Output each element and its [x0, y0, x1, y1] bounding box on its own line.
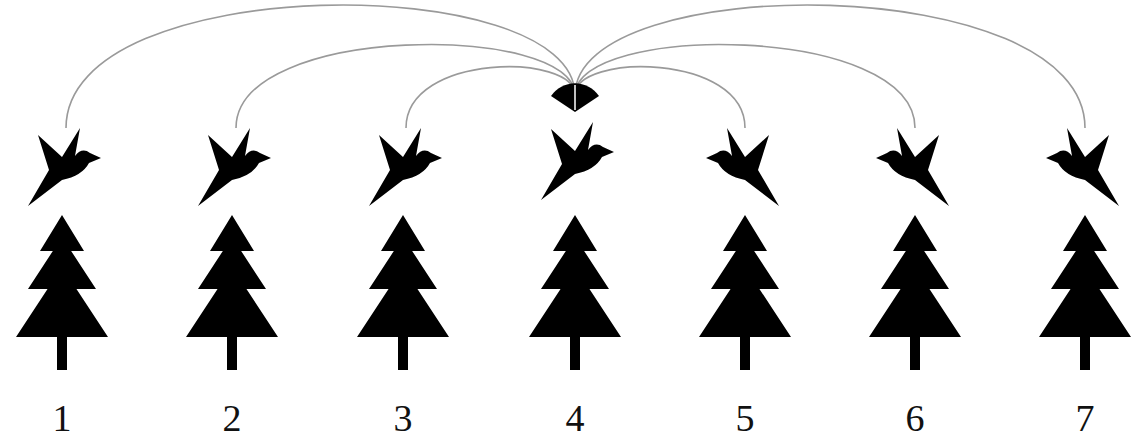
signal-arc	[406, 67, 575, 128]
signal-arc	[236, 45, 575, 128]
callout-number: 2	[223, 399, 242, 437]
tree-icon	[699, 215, 791, 370]
signal-arcs	[66, 5, 1085, 128]
tree-icon	[186, 215, 278, 370]
tree-icon	[529, 215, 621, 370]
bird-icon	[198, 128, 271, 206]
tree-icon	[1039, 215, 1131, 370]
signal-arc	[575, 5, 1085, 128]
bird-icon	[706, 128, 779, 206]
callout-number: 5	[736, 399, 755, 437]
bird-icon	[28, 128, 101, 206]
tree-icon	[16, 215, 108, 370]
signal-arc	[575, 45, 915, 128]
bird-icon	[876, 128, 949, 206]
trees	[16, 215, 1131, 370]
bird-icon	[541, 122, 614, 200]
callout-number: 6	[906, 399, 925, 437]
callout-number: 4	[566, 399, 585, 437]
callout-number: 1	[53, 399, 72, 437]
birds	[28, 122, 1119, 206]
tree-icon	[357, 215, 449, 370]
signal-arc	[575, 67, 745, 128]
signal-arc	[66, 5, 575, 128]
tree-icon	[869, 215, 961, 370]
callout-number: 7	[1076, 399, 1095, 437]
callout-number: 3	[394, 399, 413, 437]
bird-icon	[1046, 128, 1119, 206]
bird-icon	[369, 128, 442, 206]
signal-fan	[551, 83, 599, 112]
